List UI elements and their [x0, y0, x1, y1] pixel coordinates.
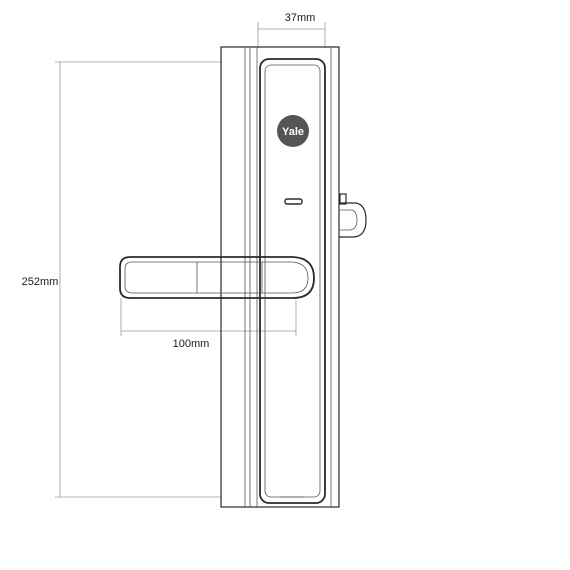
width-dimension: 37mm: [257, 12, 326, 48]
height-dimension: 252mm: [22, 61, 222, 498]
brand-logo-badge: [277, 115, 309, 147]
latch-hook: [339, 202, 367, 238]
back-plate: [220, 46, 340, 508]
brand-logo-text: Yale: [282, 126, 304, 138]
front-panel: [259, 58, 326, 504]
latch-hook-inner: [339, 209, 358, 231]
height-label: 252mm: [22, 276, 59, 288]
handle-inner-outline: [124, 261, 309, 294]
back-plate-outline: [220, 46, 340, 508]
indicator-slot: [284, 198, 303, 205]
handle-dimension: 100mm: [120, 298, 297, 350]
latch-pin: [339, 193, 347, 205]
side-latch: [339, 193, 367, 238]
handle-label: 100mm: [173, 338, 210, 350]
brand-logo: Yale: [277, 115, 309, 147]
lever-handle: [119, 256, 315, 299]
handle-outline: [119, 256, 315, 299]
width-label: 37mm: [285, 12, 316, 24]
front-panel-outer: [259, 58, 326, 504]
